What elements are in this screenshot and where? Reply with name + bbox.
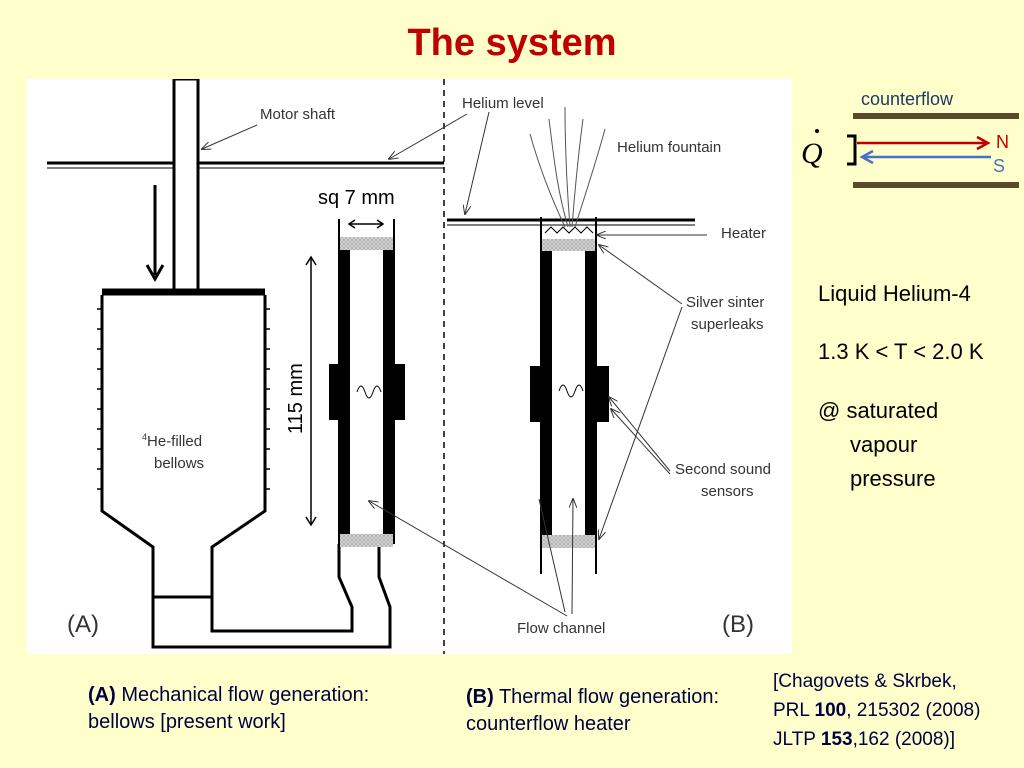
reference-line-2: PRL 100, 215302 (2008) [773,700,981,721]
caption-a-text-2: bellows [present work] [88,711,286,733]
setup-a [47,79,468,649]
flow-channel-label: Flow channel [517,620,605,637]
silver-sinter-label-1: Silver sinter [686,294,764,311]
reference-citation: [Chagovets & Skrbek, PRL 100, 215302 (20… [773,667,980,754]
bellows-label-1: 4He-filled [142,432,202,450]
bellows-label-2: bellows [154,455,204,472]
pressure-text-2: vapour [850,432,918,457]
caption-a-prefix: (A) [88,684,116,706]
liquid-helium-text: Liquid Helium-4 [818,281,971,306]
heater-bracket [847,134,857,166]
second-sound-label-1: Second sound [675,461,771,478]
caption-b-prefix: (B) [466,686,494,708]
conditions-list: Liquid Helium-4 1.3 K < T < 2.0 K @ satu… [818,280,984,493]
heat-flux-dot [815,129,819,133]
motor-shaft [172,79,200,293]
bellows-superscript: 4 [142,432,147,442]
normal-component-label: N [996,132,1009,152]
helium-level-label: Helium level [462,95,544,112]
length-label: 115 mm [285,363,307,434]
size-label: sq 7 mm [318,187,395,209]
heat-flux-symbol: Q [801,137,823,170]
apparatus-svg: Motor shaft Helium level Helium fountain… [47,79,771,654]
helium-fountain [529,106,606,228]
caption-a-text-1: Mechanical flow generation: [115,684,370,706]
panel-a-label: (A) [67,611,99,638]
counterflow-title: counterflow [861,89,954,109]
helium-fountain-label: Helium fountain [617,139,721,156]
caption-b: (B) Thermal flow generation: counterflow… [466,684,776,738]
reference-line-1: [Chagovets & Skrbek, [773,671,957,692]
caption-b-text-1: Thermal flow generation: [493,686,720,708]
bellows [100,295,267,599]
panel-b-label: (B) [722,611,754,638]
temperature-range-text: 1.3 K < T < 2.0 K [818,339,984,364]
motor-shaft-label: Motor shaft [260,106,336,123]
pressure-text-3: pressure [850,466,936,491]
super-component-label: S [993,156,1005,176]
second-sound-label-2: sensors [701,483,754,500]
silver-sinter-label-2: superleaks [691,316,764,333]
setup-b [369,106,707,617]
counterflow-schematic: counterflow Q N S [801,89,1019,188]
heater-label: Heater [721,225,766,242]
reference-line-3: JLTP 153,162 (2008)] [773,729,956,750]
slide-title: The system [407,22,617,64]
apparatus-diagram: Motor shaft Helium level Helium fountain… [27,79,792,654]
caption-b-text-2: counterflow heater [466,713,631,735]
bellows-label-text: He-filled [147,433,202,450]
caption-a: (A) Mechanical flow generation: bellows … [88,682,448,736]
pressure-text-1: @ saturated [818,398,939,423]
